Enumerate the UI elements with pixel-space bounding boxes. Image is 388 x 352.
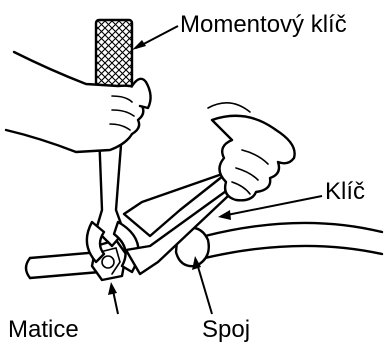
right-hand — [208, 103, 295, 200]
leader-joint — [196, 260, 212, 314]
label-nut: Matice — [8, 318, 79, 342]
arrowhead-wrench — [218, 210, 231, 220]
arrowhead-torque-wrench — [132, 40, 146, 50]
left-pipe — [26, 252, 100, 278]
label-joint: Spoj — [202, 318, 250, 342]
label-torque-wrench: Momentový klíč — [180, 13, 347, 37]
arrowhead-nut — [108, 282, 117, 295]
right-pipe — [205, 223, 382, 258]
label-wrench: Klíč — [325, 180, 365, 204]
